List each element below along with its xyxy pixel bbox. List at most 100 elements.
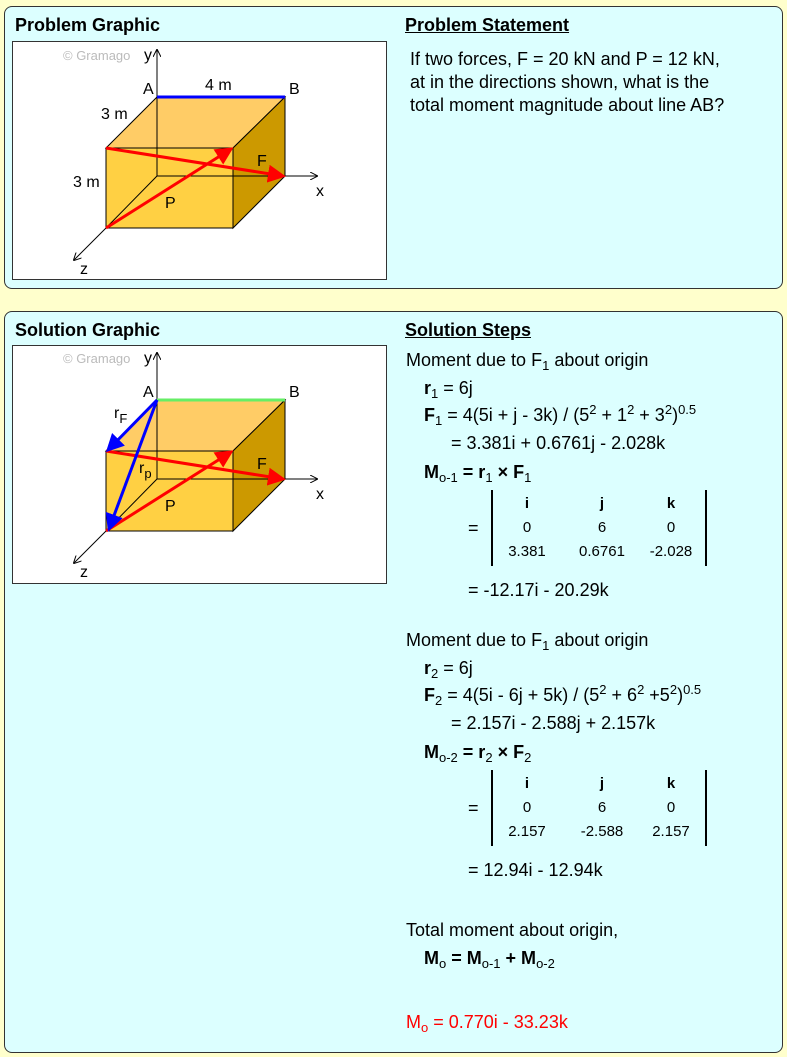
- problem-graphic-title: Problem Graphic: [15, 15, 161, 35]
- watermark: © Gramago: [63, 48, 130, 63]
- subscript: 1: [485, 470, 493, 485]
- label-b: B: [289, 384, 300, 401]
- position-vector-line: r1 = 6j: [424, 378, 473, 401]
- y-label: y: [144, 47, 152, 64]
- subscript: 1: [435, 413, 443, 428]
- determinant-bar-left: [491, 490, 493, 566]
- statement-line: total moment magnitude about line AB?: [410, 95, 725, 115]
- text: = -12.17i - 20.29k: [468, 580, 609, 600]
- text: F: [424, 685, 435, 705]
- text: F: [424, 405, 435, 425]
- matrix-cell: j: [599, 775, 605, 792]
- subscript: 1: [542, 638, 550, 653]
- text: = 12.94i - 12.94k: [468, 860, 603, 880]
- text: = 6j: [438, 378, 473, 398]
- text: = 4(5i - 6j + 5k) / (5: [442, 685, 600, 705]
- position-rf-arrow: [105, 398, 159, 453]
- height-label: 3 m: [73, 174, 100, 191]
- text: ): [677, 685, 684, 705]
- solution-graphic-title: Solution Graphic: [15, 320, 161, 340]
- solution-panel: Solution Graphic Solution Steps © Gramag…: [4, 311, 783, 1053]
- label-a: A: [143, 384, 154, 401]
- text: M: [424, 462, 439, 482]
- text: = 4(5i + j - 3k) / (5: [442, 405, 590, 425]
- text: Total moment about origin,: [406, 920, 619, 940]
- determinant-bar-right: [705, 490, 707, 566]
- subscript: o-1: [439, 470, 458, 485]
- text: + M: [500, 948, 537, 968]
- text: Moment due to F: [406, 630, 543, 650]
- text: = 0.770i - 33.23k: [428, 1012, 568, 1032]
- label-a: A: [143, 81, 154, 98]
- rf-label: rF: [114, 405, 127, 426]
- width-label: 4 m: [205, 77, 232, 94]
- text: = 2.157i - 2.588j + 2.157k: [451, 713, 656, 733]
- matrix-cell: 2.157: [652, 823, 690, 840]
- force-p-label: P: [165, 195, 176, 212]
- subscript: o: [439, 956, 447, 971]
- subscript: 1: [431, 386, 439, 401]
- text: about origin: [549, 350, 649, 370]
- text: = 3.381i + 0.6761j - 2.028k: [451, 433, 666, 453]
- statement-line: at in the directions shown, what is the: [410, 72, 710, 92]
- hidden-edge: [105, 175, 158, 229]
- subscript: o: [421, 1020, 429, 1035]
- text: Moment due to F: [406, 350, 543, 370]
- force-vector-line: F2 = 4(5i - 6j + 5k) / (52 + 62 +52)0.5: [424, 682, 701, 707]
- determinant-bar-left: [491, 770, 493, 846]
- superscript: 2: [599, 682, 607, 697]
- text: =: [468, 518, 479, 538]
- force-f-label: F: [257, 456, 267, 473]
- matrix-cell: i: [524, 495, 530, 512]
- position-vector-line: r2 = 6j: [424, 658, 473, 681]
- z-axis: [74, 227, 107, 260]
- text: =: [468, 798, 479, 818]
- text: ): [672, 405, 679, 425]
- subscript: o-2: [439, 750, 458, 765]
- label-b: B: [289, 81, 300, 98]
- text: + 6: [606, 685, 638, 705]
- text: + 1: [596, 405, 628, 425]
- equals-sign: =: [468, 518, 479, 539]
- moment-result-line: = -12.17i - 20.29k: [468, 580, 609, 601]
- equals-sign: =: [468, 798, 479, 819]
- text: × F: [492, 742, 525, 762]
- position-rp-arrow: [105, 399, 159, 532]
- text: about origin: [549, 630, 649, 650]
- force-p-arrow: [105, 147, 234, 230]
- matrix-cell: 3.381: [508, 543, 546, 560]
- subscript: 2: [431, 666, 439, 681]
- subscript: 2: [524, 750, 532, 765]
- total-heading: Total moment about origin,: [406, 920, 618, 941]
- superscript: 0.5: [678, 402, 697, 417]
- subscript: 1: [542, 358, 550, 373]
- superscript: 2: [589, 402, 597, 417]
- determinant-bar-right: [705, 770, 707, 846]
- force-vector-line: F1 = 4(5i + j - 3k) / (52 + 12 + 32)0.5: [424, 402, 697, 428]
- text: +5: [644, 685, 670, 705]
- z-label: z: [80, 261, 88, 278]
- force-f-arrow: [105, 146, 286, 183]
- text: M: [424, 948, 439, 968]
- x-label: x: [316, 183, 324, 200]
- matrix-cell: 0: [666, 799, 676, 816]
- matrix-cell: 0: [522, 519, 532, 536]
- matrix-cell: -2.028: [649, 543, 693, 560]
- solution-steps-title: Solution Steps: [405, 320, 531, 340]
- z-label: z: [80, 564, 88, 581]
- force-f-label: F: [257, 153, 267, 170]
- matrix-cell: k: [666, 495, 676, 512]
- force-p-label: P: [165, 498, 176, 515]
- step-heading: Moment due to F1 about origin: [406, 630, 649, 653]
- text: + 3: [634, 405, 665, 425]
- final-answer: Mo = 0.770i - 33.23k: [406, 1012, 568, 1035]
- matrix-cell: -2.588: [580, 823, 624, 840]
- y-label: y: [144, 350, 152, 367]
- text: = 6j: [438, 658, 473, 678]
- moment-equation-line: Mo-2 = r2 × F2: [424, 742, 532, 765]
- matrix-cell: k: [666, 775, 676, 792]
